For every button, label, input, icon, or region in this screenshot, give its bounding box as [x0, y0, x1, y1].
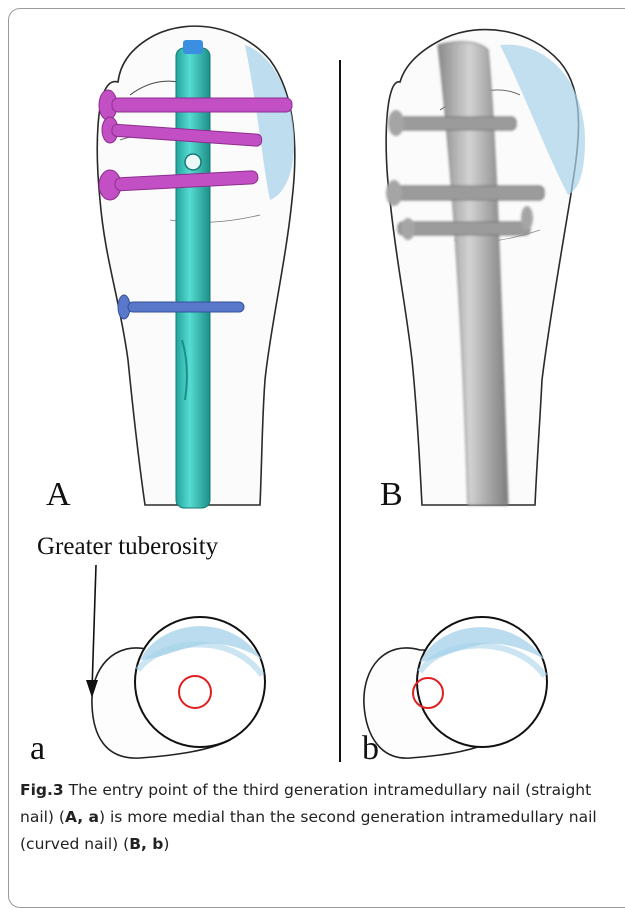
panel-label-a: a — [30, 730, 45, 768]
annotation-arrow — [92, 565, 96, 690]
panel-label-b: b — [362, 730, 379, 768]
panel-a-axial — [86, 565, 265, 758]
caption-ref-1: A, a — [65, 808, 99, 826]
panel-label-A: A — [46, 476, 71, 514]
panel-A-humerus — [97, 26, 294, 508]
figure-caption: Fig.3 The entry point of the third gener… — [20, 777, 615, 858]
caption-label: Fig.3 — [20, 781, 64, 799]
caption-text-3: ) — [163, 835, 169, 853]
panel-b-axial — [364, 617, 547, 758]
annotation-greater-tuberosity: Greater tuberosity — [37, 533, 218, 561]
caption-text-2: ) is more medial than the second generat… — [20, 808, 597, 853]
straight-nail — [176, 48, 210, 508]
panel-B-humerus — [386, 30, 585, 505]
caption-ref-2: B, b — [129, 835, 163, 853]
figure-illustration — [0, 0, 625, 775]
panel-label-B: B — [380, 476, 403, 514]
